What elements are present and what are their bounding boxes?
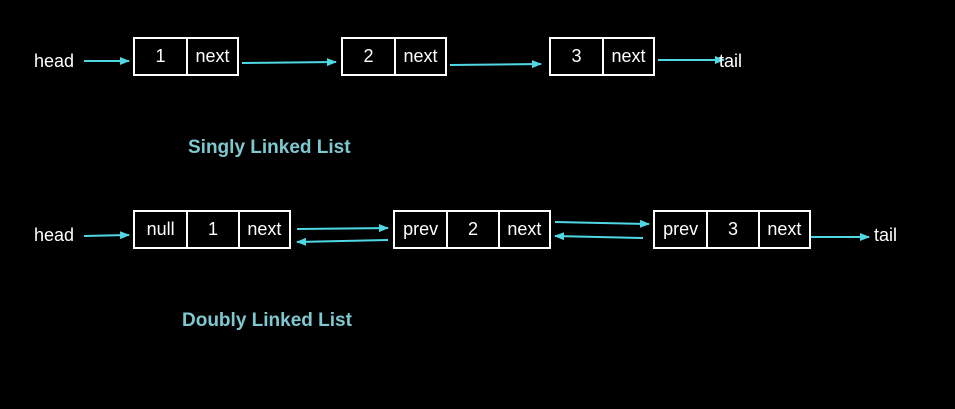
singly-node-1-next: next	[185, 39, 237, 74]
singly-node-1: 1 next	[133, 37, 239, 76]
doubly-node-2-next: next	[497, 212, 549, 247]
singly-node-3-next: next	[601, 39, 653, 74]
doubly-node-1-value: 1	[186, 212, 237, 247]
doubly-node-1: null 1 next	[133, 210, 291, 249]
singly-link-arrow-2-3	[449, 60, 542, 69]
doubly-node-3-value: 3	[706, 212, 757, 247]
singly-link-arrow-1-2	[241, 58, 337, 67]
doubly-prev-arrow-2-1	[296, 237, 389, 246]
singly-node-3-value: 3	[571, 46, 582, 66]
doubly-node-2-value: 2	[446, 212, 497, 247]
singly-node-1-value: 1	[155, 46, 166, 66]
singly-node-2-value: 2	[363, 46, 374, 66]
singly-caption: Singly Linked List	[188, 137, 351, 158]
doubly-node-1-next: next	[237, 212, 289, 247]
doubly-node-3-next: next	[757, 212, 809, 247]
doubly-next-arrow-2-3	[554, 219, 650, 228]
doubly-next-arrow-1-2	[296, 224, 389, 233]
doubly-node-2-prev: prev	[403, 219, 439, 239]
doubly-node-3: prev 3 next	[653, 210, 811, 249]
doubly-head-arrow	[83, 231, 130, 240]
singly-tail-label: tail	[719, 51, 743, 71]
doubly-head-label: head	[34, 225, 75, 245]
singly-node-2-next: next	[393, 39, 445, 74]
doubly-tail-label: tail	[874, 225, 898, 245]
doubly-node-3-prev: prev	[663, 219, 699, 239]
singly-head-label: head	[34, 51, 75, 71]
singly-node-3: 3 next	[549, 37, 655, 76]
doubly-node-1-prev: null	[146, 219, 175, 239]
doubly-caption: Doubly Linked List	[182, 310, 352, 331]
doubly-prev-arrow-3-2	[554, 232, 644, 241]
doubly-node-2: prev 2 next	[393, 210, 551, 249]
singly-node-2: 2 next	[341, 37, 447, 76]
